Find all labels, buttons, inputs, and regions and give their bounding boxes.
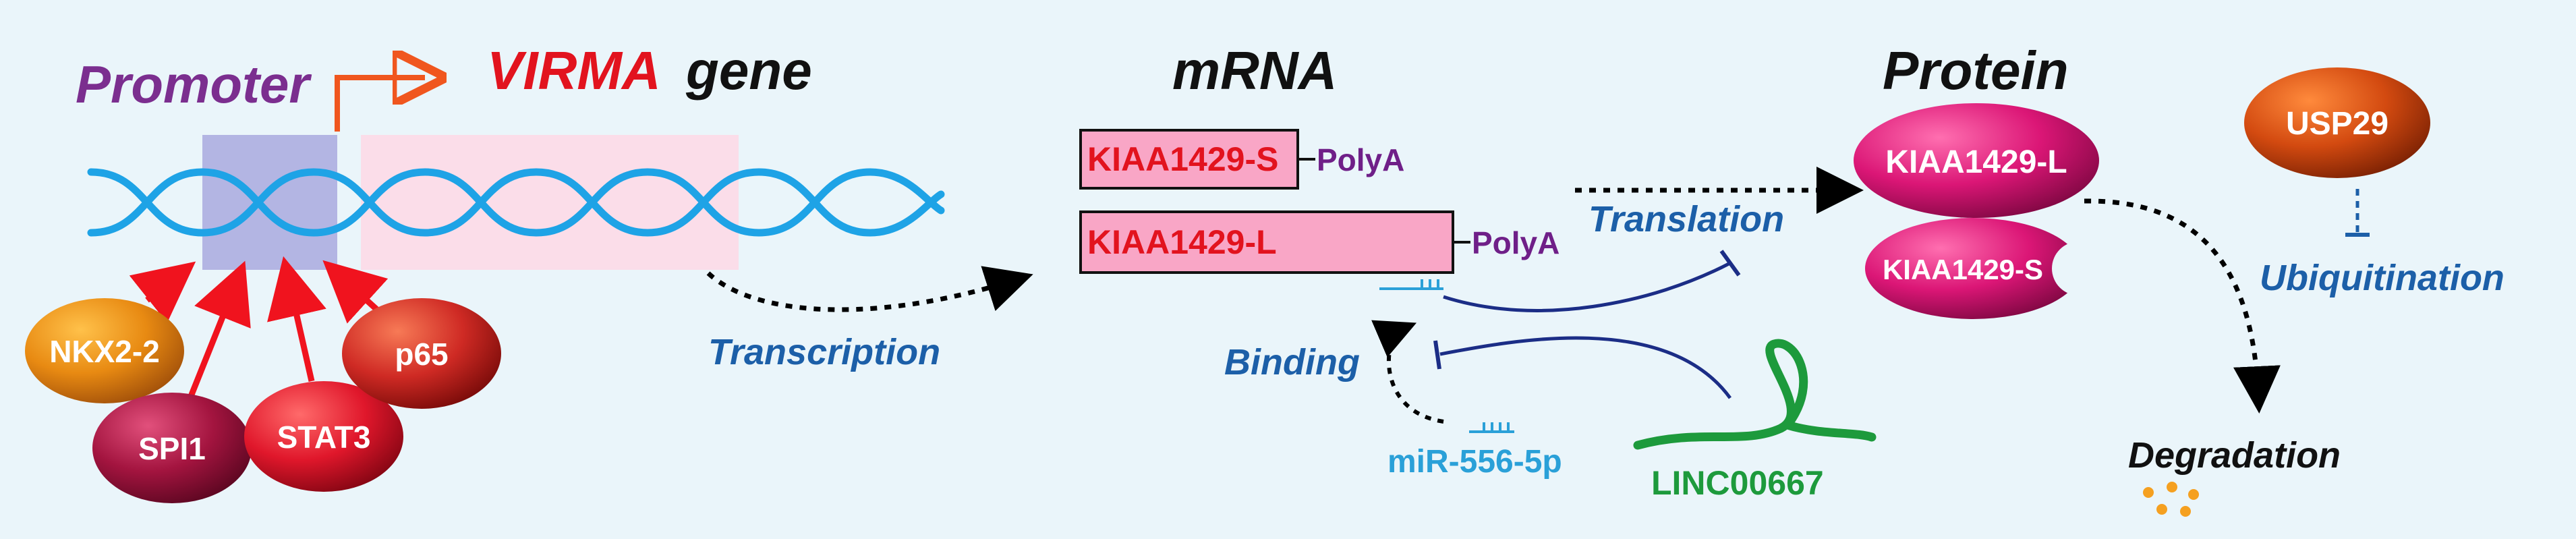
- usp29-label: USP29: [2286, 106, 2388, 142]
- nkx22-activation-arrow: [129, 261, 196, 323]
- p65-activation-arrow: [322, 260, 389, 324]
- tf-p65-shape: [342, 298, 501, 409]
- tf-p65-label: p65: [395, 337, 448, 372]
- lncrna-label: LINC00667: [1651, 464, 1824, 502]
- tf-nkx22-label: NKX2-2: [49, 334, 160, 369]
- translation-label: Translation: [1588, 199, 1784, 239]
- activation-arrows: [129, 256, 389, 399]
- mrna-title: mRNA: [1172, 40, 1337, 101]
- mirna-inhibition-bar: [1433, 340, 1441, 370]
- lncrna-shape: [1633, 339, 1877, 450]
- binding-label: Binding: [1224, 342, 1360, 382]
- mrna-long-polya: PolyA: [1472, 225, 1559, 260]
- tf-spi1-label: SPI1: [138, 431, 206, 466]
- tf-nkx22-shape: [25, 298, 184, 403]
- protein-short-shape: [1865, 218, 2081, 319]
- mrna-short-polya: PolyA: [1317, 142, 1404, 177]
- dna-double-helix: [87, 168, 945, 237]
- mirna-translation-inhibition: [1443, 261, 1731, 312]
- translation-inhibition-bar: [1719, 250, 1741, 277]
- gene-title: VIRMA gene: [487, 40, 812, 101]
- tf-spi1-shape: [92, 393, 252, 503]
- mrna-short: KIAA1429-S PolyA: [1079, 129, 1404, 190]
- usp29-shape: [2244, 67, 2430, 178]
- tf-p65: p65: [342, 298, 501, 409]
- protein-short-label: KIAA1429-S: [1883, 254, 2043, 285]
- degradation-label: Degradation: [2128, 435, 2341, 476]
- protein-long-label: KIAA1429-L: [1885, 144, 2067, 180]
- tf-stat3: STAT3: [244, 381, 403, 492]
- tf-nkx22: NKX2-2: [25, 298, 184, 403]
- mirna-comb: [1469, 422, 1514, 433]
- transcription-arrow: [706, 266, 1033, 312]
- gene-body-region: [361, 135, 739, 270]
- mrna-long: KIAA1429-L PolyA: [1079, 210, 1559, 274]
- usp29-enzyme: USP29: [2244, 67, 2430, 178]
- gene-name: VIRMA: [487, 40, 659, 101]
- spi1-activation-arrow: [187, 260, 251, 399]
- ubiquitination-label: Ubiquitination: [2260, 258, 2505, 298]
- protein-title: Protein: [1883, 40, 2069, 101]
- promoter-label: Promoter: [76, 55, 312, 114]
- transcription-label: Transcription: [708, 332, 940, 372]
- gene-word: gene: [685, 40, 812, 101]
- protein-short: KIAA1429-S: [1865, 218, 2106, 319]
- mrna-long-label: KIAA1429-L: [1087, 223, 1277, 261]
- promoter-region: [202, 135, 337, 270]
- stat3-activation-arrow: [267, 256, 326, 382]
- mrna-long-box: [1079, 210, 1454, 274]
- mirna-label: miR-556-5p: [1387, 444, 1562, 480]
- mrna-short-label: KIAA1429-S: [1087, 140, 1278, 178]
- tf-stat3-shape: [244, 381, 403, 492]
- binding-arrow: [1371, 320, 1444, 424]
- lncrna-mirna-inhibition: [1439, 336, 1732, 399]
- protein-long: KIAA1429-L: [1854, 103, 2099, 218]
- tf-stat3-label: STAT3: [277, 420, 371, 455]
- transcription-start-arrow: [335, 78, 425, 132]
- degradation-fragments: [2143, 482, 2199, 517]
- mrna-short-box: [1079, 129, 1299, 190]
- mrna-binding-site: [1379, 279, 1443, 290]
- protein-long-shape: [1854, 103, 2099, 218]
- protein-short-notch: [2052, 242, 2106, 295]
- degradation-arrow: [2084, 198, 2281, 414]
- tf-spi1: SPI1: [92, 393, 252, 503]
